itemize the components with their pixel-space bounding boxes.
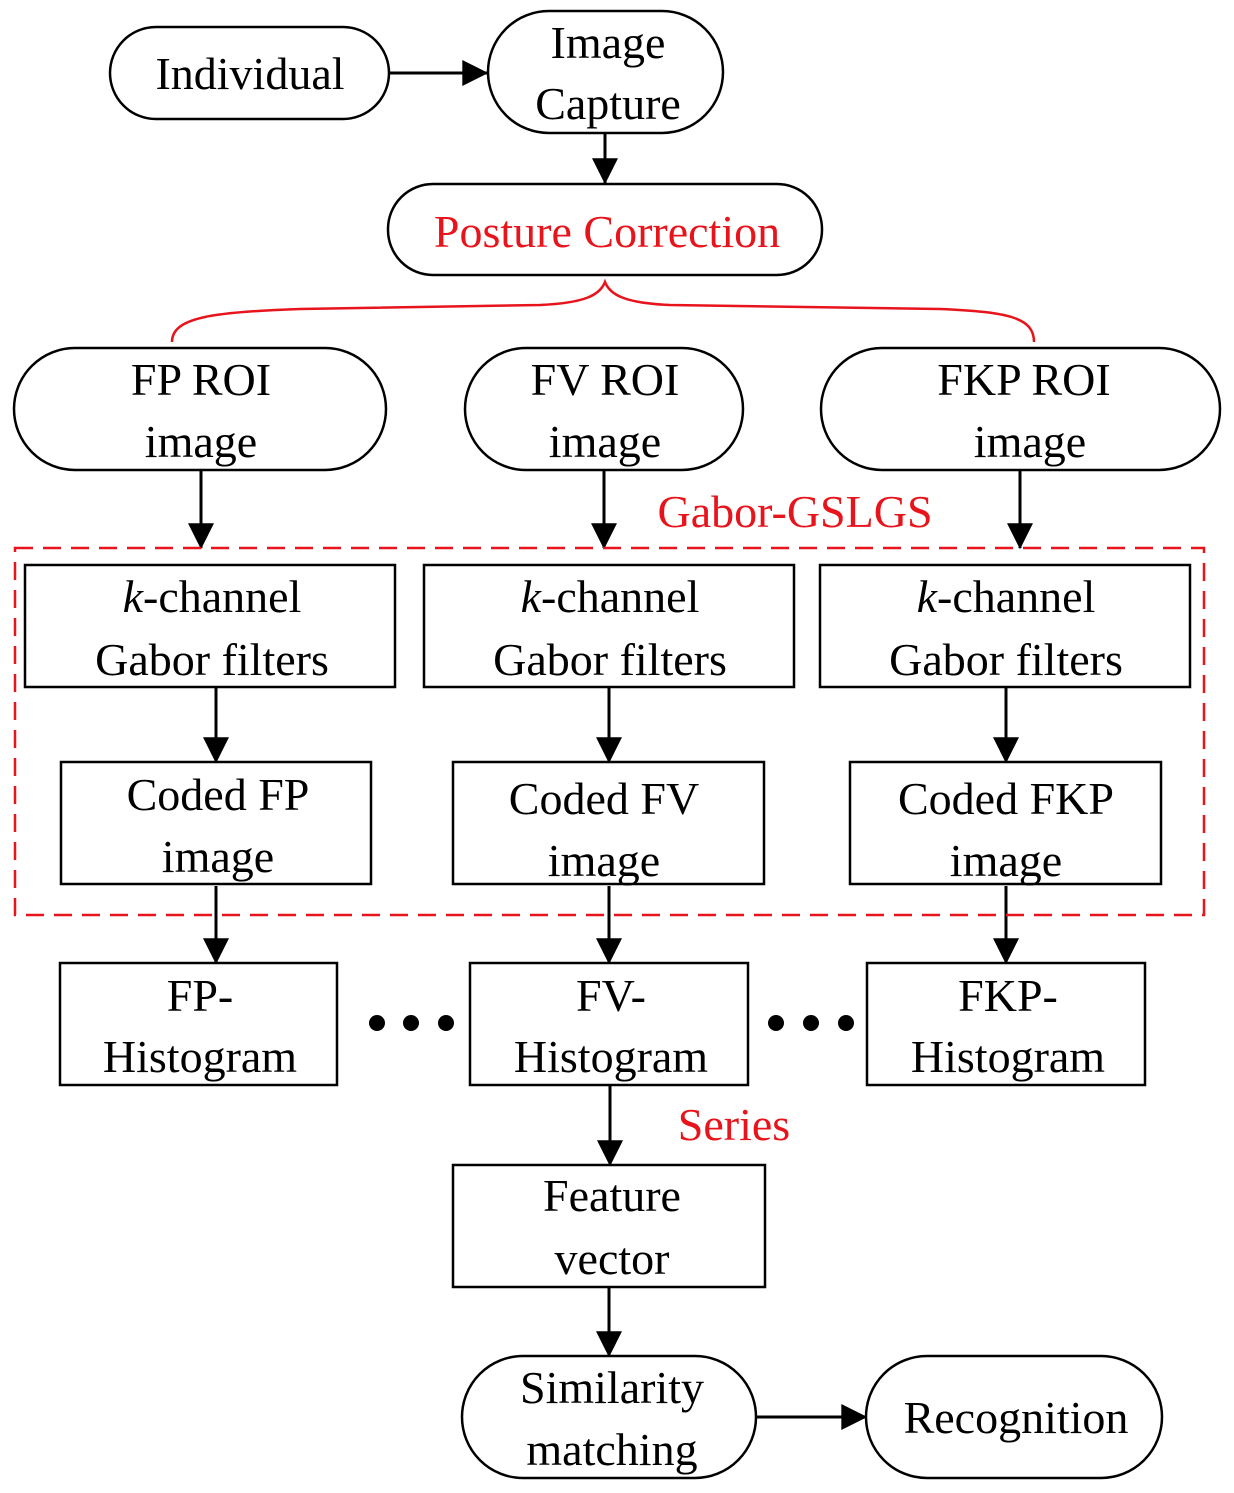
individual-node: Individual [108,25,391,121]
feature-vector-node: Feature vector [451,1163,767,1289]
feature-vector-label-1: Feature [543,1170,681,1221]
fkp-roi-label-2: image [974,416,1086,467]
feature-vector-label-2: vector [555,1233,670,1284]
fkp-hist-label-2: Histogram [911,1031,1105,1082]
fv-roi-label-2: image [549,416,661,467]
coded-fp-label-2: image [162,831,274,882]
individual-label: Individual [155,48,344,99]
similarity-label-1: Similarity [520,1362,704,1413]
posture-brace [170,278,1036,343]
image-capture-label-2: Capture [535,78,681,129]
fp-roi-node: FP ROI image [12,346,388,472]
ellipsis-dots-left [369,1015,454,1031]
gabor-filters-fkp-node: k-channel Gabor filters [818,563,1192,689]
fp-hist-label-2: Histogram [103,1031,297,1082]
recognition-label: Recognition [904,1392,1129,1443]
similarity-label-2: matching [526,1424,697,1475]
fkp-hist-label-1: FKP- [958,970,1058,1021]
fp-roi-label-1: FP ROI [131,354,271,405]
gabor-gslgs-group [13,546,1206,917]
ellipsis-dots-right [768,1015,854,1031]
fv-roi-node: FV ROI image [463,346,745,472]
similarity-matching-node: Similarity matching [460,1354,758,1480]
fkp-histogram-node: FKP- Histogram [865,961,1147,1087]
gabor-fv-label-2: Gabor filters [493,634,727,685]
gabor-fp-label-1: k-channel [123,571,302,622]
posture-correction-node: Posture Correction [386,182,824,277]
gabor-filters-fv-node: k-channel Gabor filters [422,563,796,689]
fp-hist-label-1: FP- [167,970,233,1021]
coded-fkp-label-2: image [950,835,1062,886]
fv-hist-label-2: Histogram [514,1031,708,1082]
coded-fkp-node: Coded FKP image [848,760,1163,886]
fv-hist-label-1: FV- [576,970,646,1021]
coded-fp-node: Coded FP image [59,760,373,886]
gabor-fv-label-1: k-channel [521,571,700,622]
gabor-fp-label-2: Gabor filters [95,634,329,685]
fkp-roi-label-1: FKP ROI [937,354,1110,405]
series-label: Series [678,1099,790,1150]
coded-fp-label-1: Coded FP [127,769,310,820]
edges [188,60,1033,1430]
posture-correction-label: Posture Correction [434,206,780,257]
recognition-node: Recognition [864,1354,1164,1480]
image-capture-label-1: Image [551,17,666,68]
coded-fv-node: Coded FV image [451,760,766,886]
coded-fv-label-1: Coded FV [509,773,699,824]
coded-fkp-label-1: Coded FKP [898,773,1114,824]
coded-fv-label-2: image [548,835,660,886]
fv-histogram-node: FV- Histogram [468,961,750,1087]
fp-roi-label-2: image [145,416,257,467]
gabor-fkp-label-2: Gabor filters [889,634,1123,685]
image-capture-node: Image Capture [486,9,725,135]
gabor-filters-fp-node: k-channel Gabor filters [23,563,397,689]
fv-roi-label-1: FV ROI [531,354,680,405]
fp-histogram-node: FP- Histogram [58,961,339,1087]
gabor-gslgs-label: Gabor-GSLGS [657,486,932,537]
gabor-fkp-label-1: k-channel [917,571,1096,622]
fkp-roi-node: FKP ROI image [819,346,1222,472]
